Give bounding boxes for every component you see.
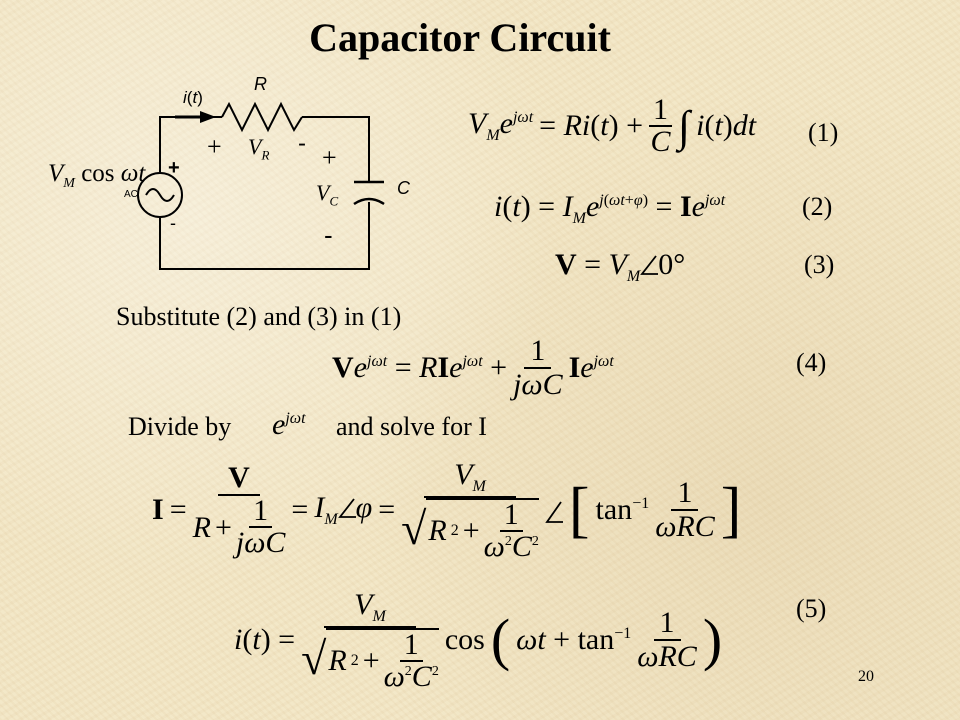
divide-by-text: Divide by	[128, 412, 232, 441]
vr-minus-sign: -	[298, 130, 306, 157]
ac-source-symbol	[137, 172, 183, 218]
and-solve-text: and solve for I	[336, 412, 487, 441]
vc-plus-sign: +	[322, 143, 337, 172]
vr-label: VR	[248, 134, 270, 163]
equation-number-1: (1)	[808, 118, 839, 147]
capacitor-label: C	[397, 178, 410, 198]
current-arrow-icon	[200, 111, 216, 123]
resistor-label: R	[254, 74, 267, 94]
resistor-symbol	[221, 101, 303, 133]
equation-2: i(t) = IMej(ωt+φ) = Iejωt	[494, 190, 726, 227]
equation-number-4: (4)	[796, 348, 827, 377]
vc-label: VC	[316, 180, 339, 209]
equation-number-5: (5)	[796, 594, 827, 623]
equation-number-3: (3)	[804, 250, 835, 279]
sine-wave-icon	[145, 188, 175, 202]
source-minus-sign: -	[170, 213, 176, 233]
divide-by-factor: ejωt	[272, 408, 306, 441]
source-plus-sign: +	[168, 157, 180, 179]
slide-title: Capacitor Circuit	[309, 15, 611, 60]
current-label: i(t)	[183, 88, 203, 107]
vc-minus-sign: -	[324, 220, 333, 250]
substitute-text: Substitute (2) and (3) in (1)	[116, 302, 402, 331]
source-label: VM cos ωt	[48, 160, 146, 191]
slide-number: 20	[858, 668, 874, 685]
vr-plus-sign: +	[207, 132, 222, 161]
capacitor-bottom-plate	[353, 197, 385, 206]
source-ac-label: AC	[124, 189, 138, 200]
equation-number-2: (2)	[802, 192, 833, 221]
